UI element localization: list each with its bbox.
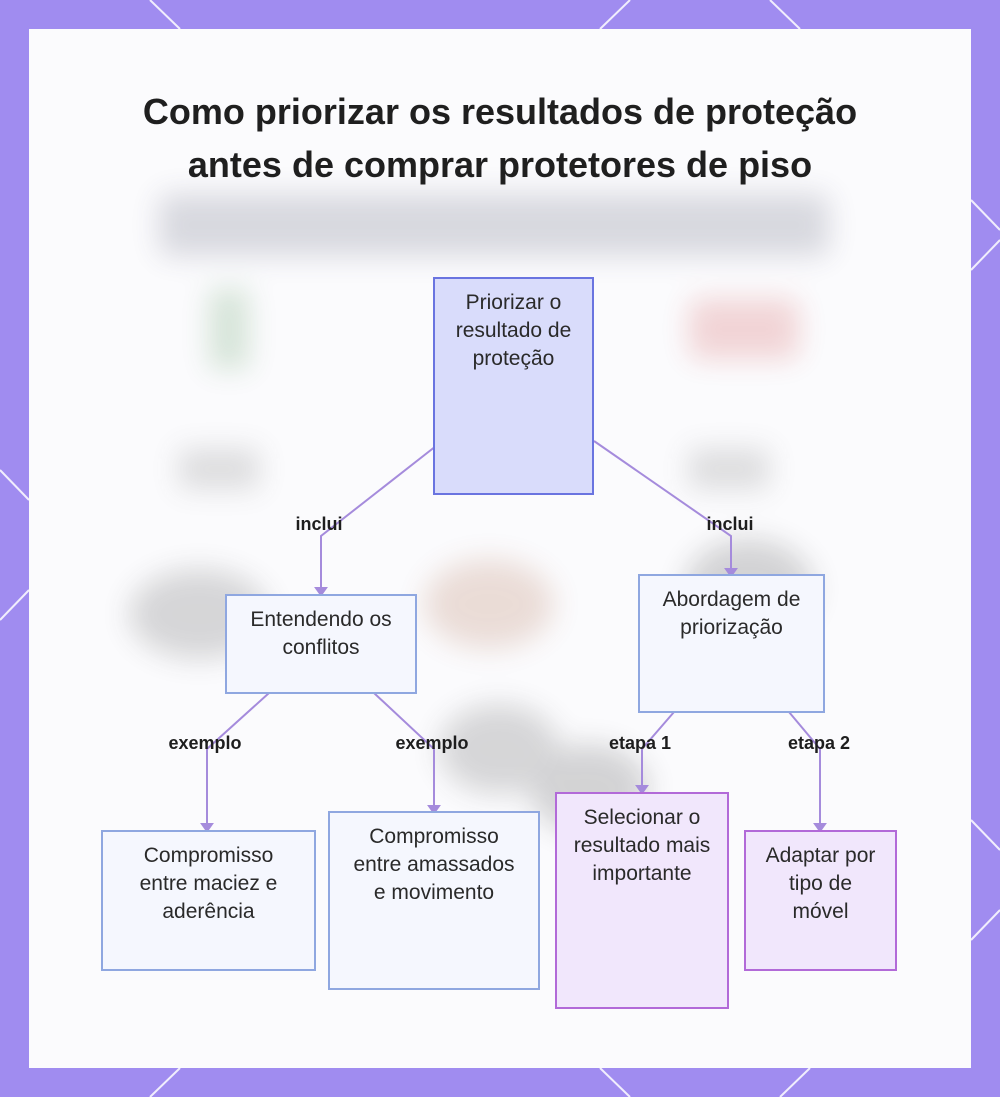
node-root-label: Priorizar o resultado de proteção <box>455 291 572 370</box>
edge-label-approach-select: etapa 1 <box>608 733 672 753</box>
edge-label-conflicts-softness: exemplo <box>168 733 242 753</box>
node-adapt-label: Adaptar por tipo de móvel <box>765 844 876 923</box>
node-dents: Compromisso entre amassados e movimento <box>328 811 540 990</box>
node-softness-label: Compromisso entre maciez e aderência <box>139 844 278 923</box>
node-dents-label: Compromisso entre amassados e movimento <box>353 825 515 904</box>
node-conflicts: Entendendo os conflitos <box>225 594 417 694</box>
edge-approach-adapt <box>788 711 821 830</box>
edge-label-approach-adapt: etapa 2 <box>787 733 851 753</box>
edge-root-conflicts <box>320 445 437 594</box>
edge-label-conflicts-dents: exemplo <box>395 733 469 753</box>
edge-root-approach <box>593 440 732 575</box>
edge-conflicts-softness <box>206 692 270 830</box>
node-approach-label: Abordagem de priorização <box>662 588 801 639</box>
diagram-edges <box>200 440 827 833</box>
edge-label-root-conflicts: inclui <box>295 514 343 534</box>
diagram-card: Como priorizar os resultados de proteção… <box>29 29 971 1068</box>
node-conflicts-label: Entendendo os conflitos <box>250 608 392 659</box>
edge-conflicts-dents <box>373 692 435 812</box>
node-select: Selecionar o resultado mais importante <box>555 792 729 1009</box>
node-softness: Compromisso entre maciez e aderência <box>101 830 316 971</box>
node-select-label: Selecionar o resultado mais importante <box>573 806 711 885</box>
diagram-title: Como priorizar os resultados de proteção… <box>142 91 858 185</box>
node-root: Priorizar o resultado de proteção <box>433 277 594 495</box>
node-approach: Abordagem de priorização <box>638 574 825 713</box>
edge-label-root-approach: inclui <box>706 514 754 534</box>
edge-approach-select <box>641 711 675 792</box>
node-adapt: Adaptar por tipo de móvel <box>744 830 897 971</box>
